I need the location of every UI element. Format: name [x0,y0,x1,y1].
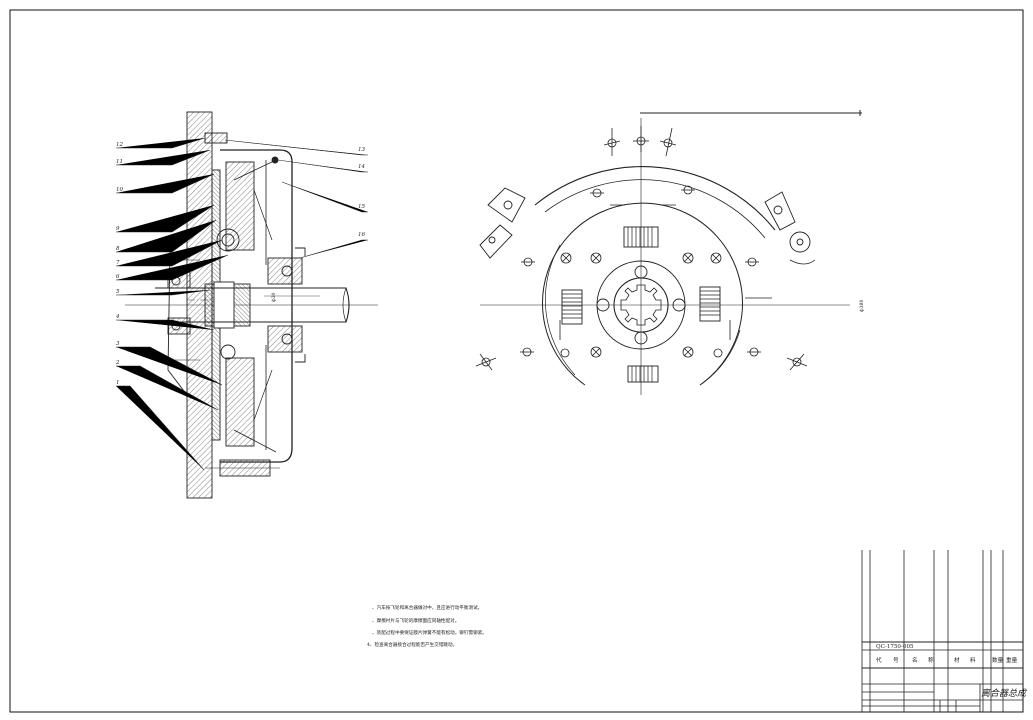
shaft-dimension: ф30 [270,292,277,302]
title-block [861,550,1023,712]
callout-10: 10 [116,187,123,193]
spline-teeth [620,284,662,326]
callout-4: 4 [115,314,120,320]
callout-2: 2 [115,360,120,366]
callout-12: 12 [116,142,123,148]
part-number: QC-1750-005 [876,644,914,650]
callout-leaders-right [224,139,368,259]
tb-label-name-1: 名 [912,656,918,664]
note-3: 、装配过程中要保证膜片弹簧不能有松动，铆钉需铆紧。 [372,629,487,636]
damper-springs [561,226,721,383]
note-1: 、汽车按飞轮和离合器做对中，且应进行动平衡测试。 [372,604,482,611]
clutch-cover [220,149,293,463]
note-4: 4、检查离合器接合过程能否产生交错跳动。 [367,641,457,648]
side-symbols [475,353,808,371]
callout-14: 14 [358,164,365,170]
disc-outer-circle [542,202,743,386]
tb-weight-label: 重量 [1006,656,1018,664]
tb-label-material-2: 料 [970,656,976,664]
cover-arc-outer [534,166,776,231]
tb-label-code-2: 号 [893,657,899,664]
callout-6: 6 [116,274,120,280]
diameter-dimension: ф380 [858,300,865,312]
callout-3: 3 [116,341,120,347]
callout-7: 7 [116,260,120,266]
callout-13: 13 [358,147,365,153]
tb-label-material-1: 材 [954,656,960,664]
tb-qty-label: 数量 [992,656,1004,664]
release-bearing-lower [267,325,303,353]
tb-label-name-2: 称 [928,656,934,664]
note-2: 、摩擦衬片与飞轮的摩擦面应同轴性配对。 [372,617,459,624]
front-view [475,110,862,395]
pressure-plate-lower [225,357,255,447]
top-symbols [603,126,677,157]
cover-bolt-top [204,132,228,144]
callout-1: 1 [116,380,120,386]
release-bearing-upper [267,257,303,285]
callout-8: 8 [116,246,120,252]
callout-5: 5 [116,289,120,295]
technical-notes: 、汽车按飞轮和离合器做对中，且应进行动平衡测试。 、摩擦衬片与飞轮的摩擦面应同轴… [367,604,487,648]
section-view [125,111,378,499]
damper-spring-top [216,228,240,252]
rivets [560,252,723,358]
callout-15: 15 [358,204,365,210]
callout-11: 11 [116,159,123,165]
drawing-title: 离合器总成 [981,688,1028,699]
pressure-plate-upper [225,161,255,251]
cover-lugs [479,187,816,265]
callout-leaders-left [116,137,229,471]
callout-9: 9 [116,226,120,232]
tb-label-code-1: 代 [876,656,882,664]
callout-16: 16 [358,232,365,238]
sheet-border [9,9,1024,713]
cover-bolts [520,185,761,357]
